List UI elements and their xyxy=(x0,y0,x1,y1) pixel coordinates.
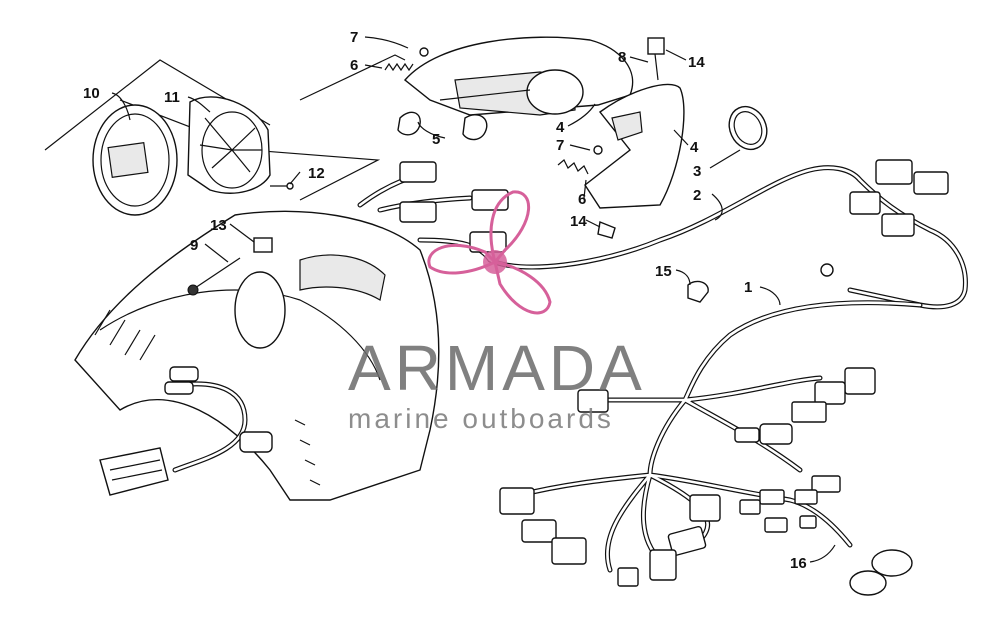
callout-15: 15 xyxy=(655,263,672,280)
callout-14a: 14 xyxy=(688,54,705,71)
callout-8: 8 xyxy=(618,49,626,66)
gauge-assembly xyxy=(44,59,381,216)
callout-16: 16 xyxy=(790,555,807,572)
callout-13: 13 xyxy=(210,217,227,234)
callout-4b: 4 xyxy=(690,139,699,156)
callout-3: 3 xyxy=(693,163,701,180)
side-cover-assembly xyxy=(557,37,768,239)
callout-7a: 7 xyxy=(350,29,358,46)
callout-9: 9 xyxy=(190,237,198,254)
main-harness-2 xyxy=(357,159,968,310)
lower-harness-1 xyxy=(499,280,923,596)
callout-4a: 4 xyxy=(556,119,565,136)
callout-10: 10 xyxy=(83,85,100,102)
upper-cover-assembly xyxy=(299,36,634,141)
callout-12: 12 xyxy=(308,165,325,182)
callout-5: 5 xyxy=(432,131,440,148)
callout-7b: 7 xyxy=(556,137,564,154)
watermark: ARMADA marine outboards xyxy=(348,190,646,434)
watermark-brand: ARMADA xyxy=(348,332,646,404)
leader-lines xyxy=(111,36,836,563)
callout-6b: 6 xyxy=(578,191,586,208)
callout-6a: 6 xyxy=(350,57,358,74)
callout-1: 1 xyxy=(744,279,752,296)
callout-labels: 10 11 12 13 9 7 6 5 4 7 6 8 14 4 3 2 14 … xyxy=(83,29,807,572)
console-shell xyxy=(74,210,440,501)
callout-14b: 14 xyxy=(570,213,587,230)
dash-harness xyxy=(99,366,273,496)
callout-2: 2 xyxy=(693,187,701,204)
watermark-tagline: marine outboards xyxy=(348,403,614,434)
callout-11: 11 xyxy=(164,89,180,106)
propeller-logo xyxy=(427,190,552,315)
